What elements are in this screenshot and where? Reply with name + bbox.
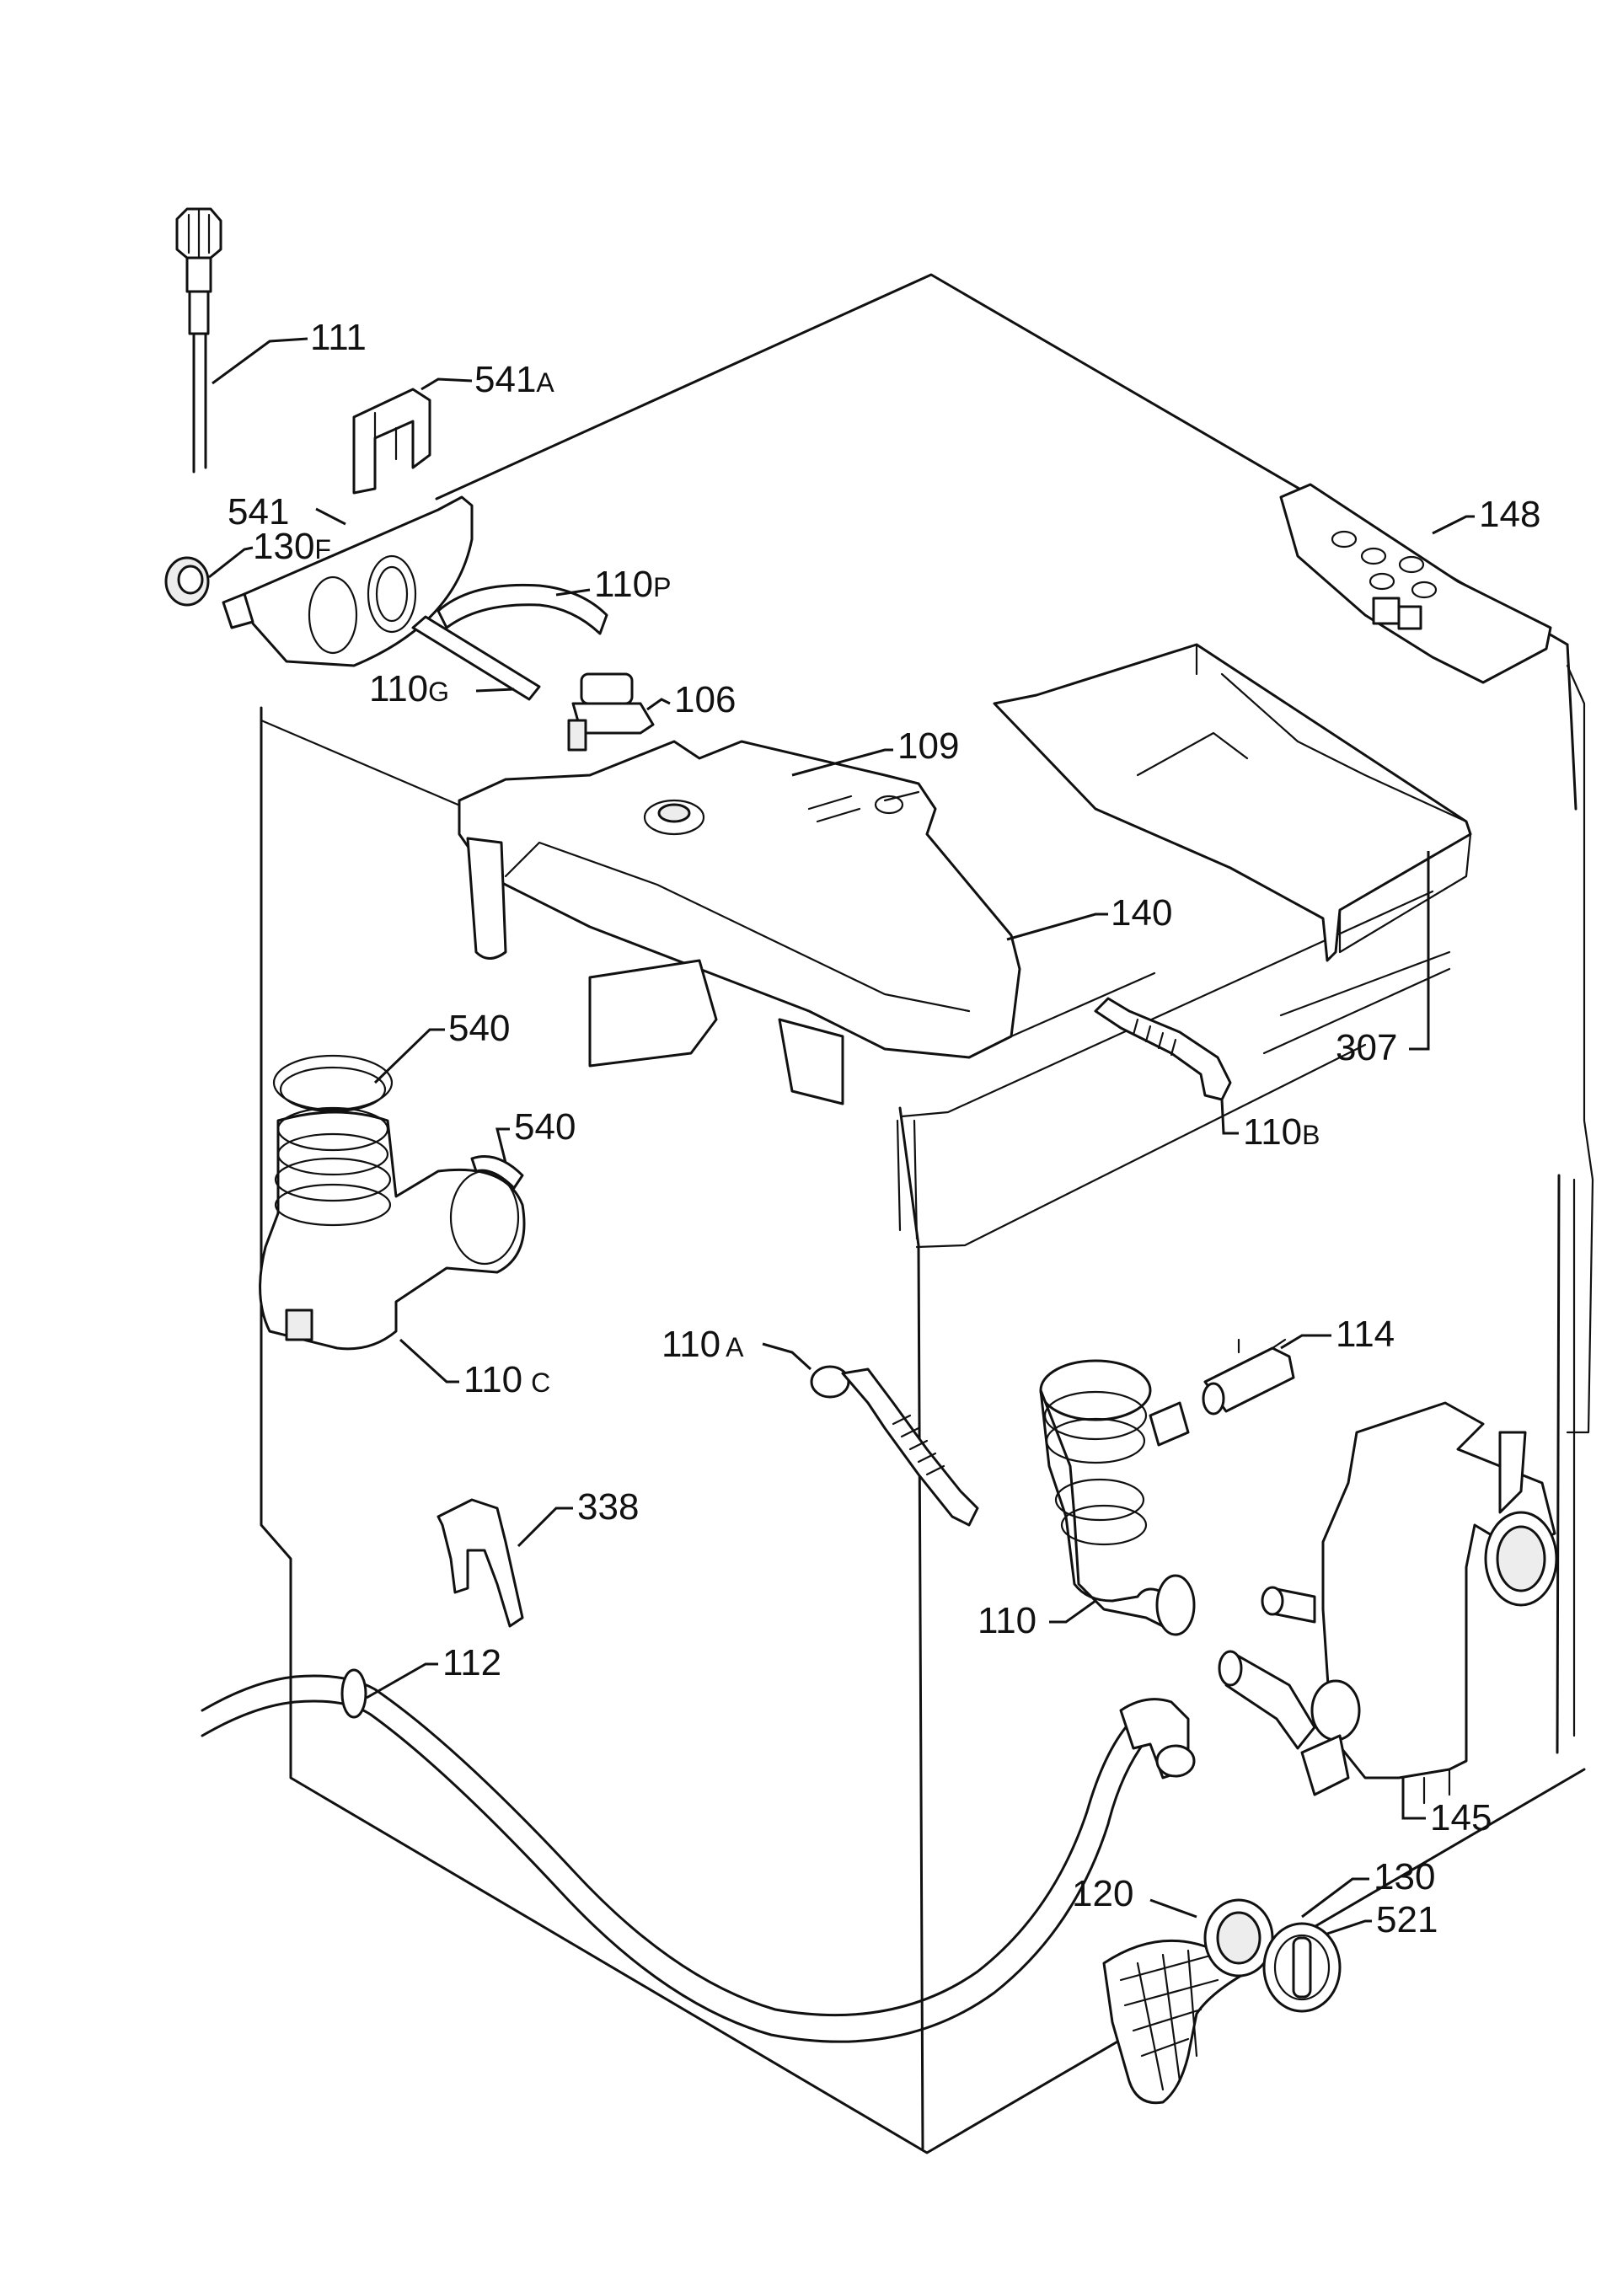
label-120: 120	[1072, 1873, 1133, 1914]
label-106: 106	[674, 679, 736, 720]
label-130f: 130F	[253, 526, 331, 567]
part-cap-521	[1262, 1922, 1342, 2013]
label-130: 130	[1374, 1856, 1435, 1897]
label-148: 148	[1479, 494, 1540, 535]
label-307: 307	[1336, 1027, 1397, 1068]
label-110g: 110G	[369, 668, 449, 709]
label-540-top: 540	[448, 1008, 510, 1049]
part-cover-148	[1279, 483, 1552, 684]
part-valve-106	[567, 672, 655, 752]
label-110b: 110B	[1243, 1111, 1320, 1153]
label-338: 338	[577, 1486, 639, 1528]
part-hose-110b	[1094, 997, 1232, 1101]
part-hose-110g	[411, 615, 541, 701]
part-drawer-307	[993, 643, 1472, 962]
label-541: 541	[228, 491, 289, 533]
callout-labels: 111 541A 541 130F 110P 110G 106 109 148 …	[228, 317, 1540, 1940]
part-hose-110p	[437, 583, 608, 635]
label-112: 112	[442, 1642, 501, 1683]
part-clip-541a	[352, 388, 431, 495]
part-drain-hose-112	[201, 1668, 1196, 2043]
part-sump-hose-110c	[259, 1106, 526, 1351]
part-clip-338	[437, 1498, 524, 1628]
label-540-clamp: 540	[514, 1106, 576, 1148]
part-gasket-130	[1203, 1898, 1274, 1978]
part-inlet-hose-111	[175, 207, 222, 474]
label-145: 145	[1430, 1797, 1492, 1838]
part-fitting-114	[1202, 1338, 1295, 1416]
part-plug-130f	[164, 556, 210, 607]
label-541a: 541A	[474, 359, 554, 400]
label-110p: 110P	[594, 564, 672, 605]
label-109: 109	[897, 725, 959, 767]
part-hose-110a	[810, 1365, 979, 1527]
part-clamp-540a	[272, 1054, 394, 1113]
part-dispenser-housing-109	[458, 740, 1021, 1105]
part-sump-hose-110	[1039, 1359, 1196, 1636]
label-140: 140	[1111, 892, 1172, 934]
part-pump-145	[1218, 1401, 1558, 1805]
cabinet-outline	[260, 273, 1594, 2154]
label-114: 114	[1336, 1314, 1395, 1355]
label-521: 521	[1376, 1899, 1438, 1940]
label-111: 111	[310, 317, 367, 358]
part-panel-541	[222, 495, 474, 667]
leader-lines	[208, 337, 1475, 1935]
label-110: 110	[978, 1600, 1036, 1641]
